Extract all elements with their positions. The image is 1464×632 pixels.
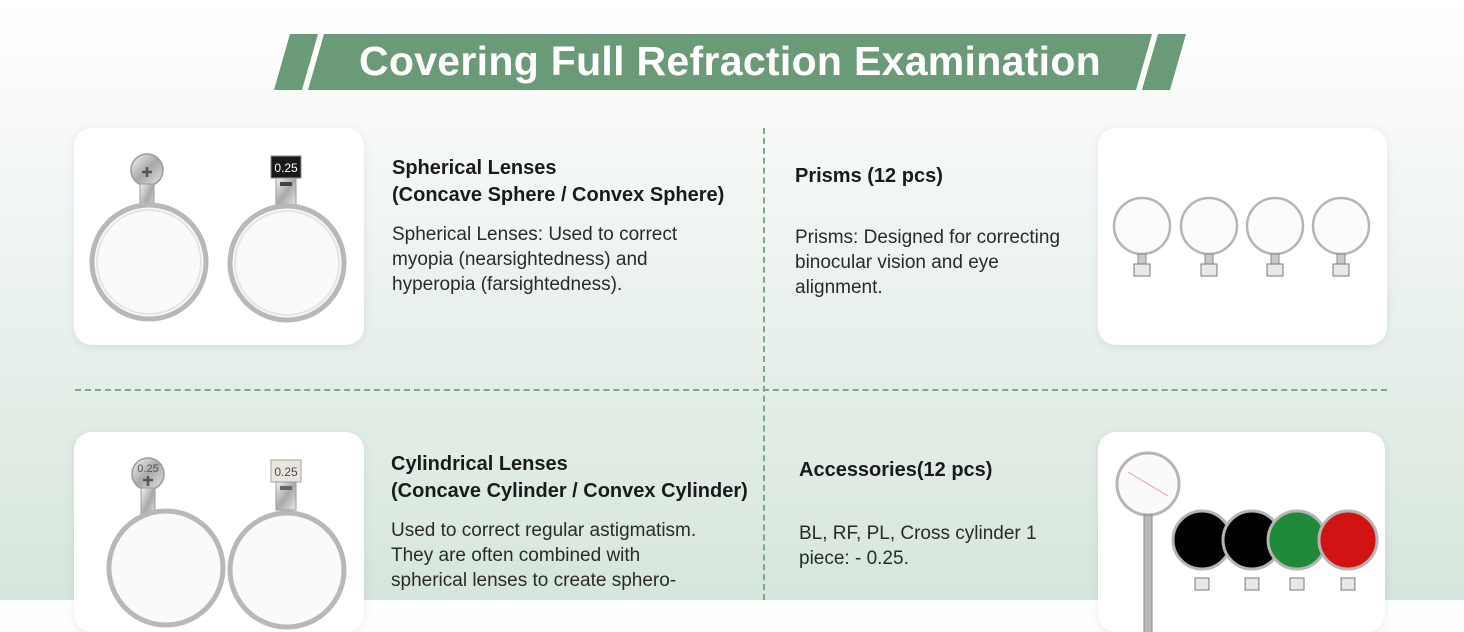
accessories-title: Accessories(12 pcs) [799,459,993,481]
lens-label-left: 0.25 [137,463,158,475]
accessories-image [1098,432,1385,632]
lens-label-right: 0.25 [274,465,298,479]
prisms-image [1098,128,1387,345]
prisms-description: Prisms: Designed for correcting binocula… [795,227,1061,298]
cylindrical-lenses-image: 0.25 0.25 [74,432,364,632]
banner-title: Covering Full Refraction Examination [358,38,1102,84]
spherical-lenses-description: Spherical Lenses: Used to correct myopia… [392,224,678,295]
spherical-lenses-image: 0.25 [74,128,364,345]
section-banner: Covering Full Refraction Examination [272,34,1188,90]
cylindrical-lenses-title: Cylindrical Lenses (Concave Cylinder / C… [391,453,748,502]
cylindrical-lenses-icon: 0.25 0.25 [106,457,347,630]
spherical-lenses-icon: 0.25 [89,153,347,323]
prisms-icon [1112,196,1371,277]
accessories-description: BL, RF, PL, Cross cylinder 1 piece: - 0.… [799,523,1037,569]
vertical-divider [763,128,765,600]
horizontal-divider [75,389,1387,391]
accessories-icon [1115,451,1379,632]
spherical-lenses-title: Spherical Lenses (Concave Sphere / Conve… [392,157,725,206]
lens-label: 0.25 [274,161,298,175]
cylindrical-lenses-description: Used to correct regular astigmatism. The… [391,520,697,591]
prisms-title: Prisms (12 pcs) [795,165,943,187]
